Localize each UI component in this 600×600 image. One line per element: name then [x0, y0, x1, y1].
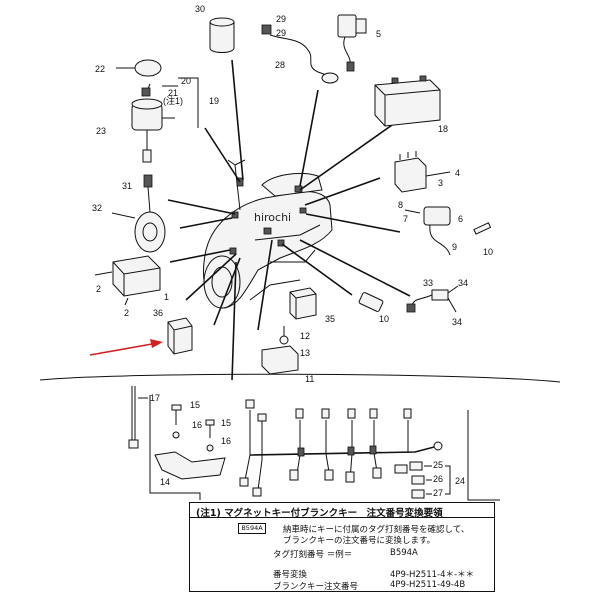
callout-1: 1	[164, 292, 169, 302]
callout-34a: 34	[458, 278, 468, 288]
callout-4: 4	[455, 168, 460, 178]
scooter-illustration	[203, 159, 333, 309]
callout-15b: 15	[221, 418, 231, 428]
watermark: hirochi	[254, 211, 291, 224]
wire-harness	[239, 399, 443, 497]
callout-16a: 16	[192, 420, 202, 430]
part-18-battery	[374, 75, 441, 127]
conversion-value: 4P9-H2511-4＊-＊＊	[390, 570, 475, 580]
order-number-value: 4P9-H2511-49-4B	[390, 580, 466, 590]
callout-13: 13	[300, 348, 310, 358]
callout-36: 36	[153, 308, 163, 318]
indicator-arrow	[89, 339, 163, 356]
part-28-lead-wire	[261, 24, 339, 84]
callout-16b: 16	[221, 436, 231, 446]
callout-11: 11	[305, 374, 314, 384]
callout-2b: 2	[124, 308, 129, 318]
callout-33: 33	[423, 278, 433, 288]
callout-34b: 34	[452, 317, 462, 327]
callout-6: 6	[458, 214, 463, 224]
part-33-sensor	[406, 285, 459, 313]
callout-14: 14	[160, 477, 170, 487]
callout-10: 10	[379, 314, 389, 324]
lower-frame-left	[149, 395, 201, 500]
callout-19: 19	[209, 96, 219, 106]
part-3-rectifier-regulator	[394, 151, 451, 193]
callout-27: 27	[433, 488, 443, 498]
callout-2a: 2	[96, 284, 101, 294]
part-6-ignition-coil	[404, 206, 492, 256]
callout-32: 32	[92, 203, 102, 213]
callout-5: 5	[376, 29, 381, 39]
part-1-unit	[94, 255, 161, 306]
callout-7: 7	[403, 214, 408, 224]
part-36-flasher	[167, 317, 193, 355]
note-title: (注1) マグネットキー付ブランクキー 注文番号変換要領	[196, 508, 443, 519]
callout-21-note: (注1)	[163, 95, 183, 106]
leader-lines	[39, 59, 561, 383]
part-14-bracket	[154, 451, 226, 480]
callout-23: 23	[96, 126, 106, 136]
callout-24: 24	[455, 476, 465, 486]
part-5-switch	[337, 14, 367, 72]
part-24-connector-set	[394, 461, 451, 499]
part-32-horn	[111, 174, 166, 253]
part-20-main-switch	[116, 59, 175, 163]
callout-8: 8	[398, 200, 403, 210]
callout-26: 26	[433, 474, 443, 484]
part-10-switch	[358, 292, 384, 312]
key-tag-label: B594A	[238, 523, 266, 534]
callout-31: 31	[122, 181, 132, 191]
lower-frame-right	[467, 410, 500, 501]
order-number-label: ブランクキー注文番号	[273, 582, 359, 592]
tag-number-label: タグ打刻番号 ＝例＝	[273, 550, 353, 560]
callout-18: 18	[438, 124, 448, 134]
part-30-relay	[209, 17, 235, 53]
note-line-1: 納車時にキーに付属のタグ打刻番号を確認して、	[283, 525, 470, 535]
callout-12: 12	[300, 331, 310, 341]
part-11-unit	[261, 326, 299, 375]
blank-key-note: (注1) マグネットキー付ブランクキー 注文番号変換要領 B594A 納車時にキ…	[189, 502, 495, 592]
callout-30: 30	[195, 4, 205, 14]
part-17-band	[128, 386, 148, 449]
callout-17: 17	[150, 393, 160, 403]
part-35-relay	[289, 287, 317, 320]
note-divider	[190, 517, 494, 518]
callout-20: 20	[181, 76, 191, 86]
callout-28: 28	[275, 60, 285, 70]
callout-9: 9	[452, 242, 457, 252]
callout-10-upper: 10	[483, 247, 493, 257]
note-line-2: ブランクキーの注文番号に変換します。	[283, 536, 436, 546]
callout-35: 35	[325, 314, 335, 324]
part-15-bolt	[171, 404, 215, 452]
callout-29b: 29	[276, 28, 286, 38]
callout-25: 25	[433, 460, 443, 470]
conversion-label: 番号変換	[273, 570, 308, 580]
callout-29a: 29	[276, 14, 286, 24]
callout-22: 22	[95, 64, 105, 74]
callout-21: 21	[168, 88, 178, 98]
callout-3: 3	[438, 178, 443, 188]
callout-15a: 15	[190, 400, 200, 410]
tag-number-example: B594A	[390, 548, 418, 558]
